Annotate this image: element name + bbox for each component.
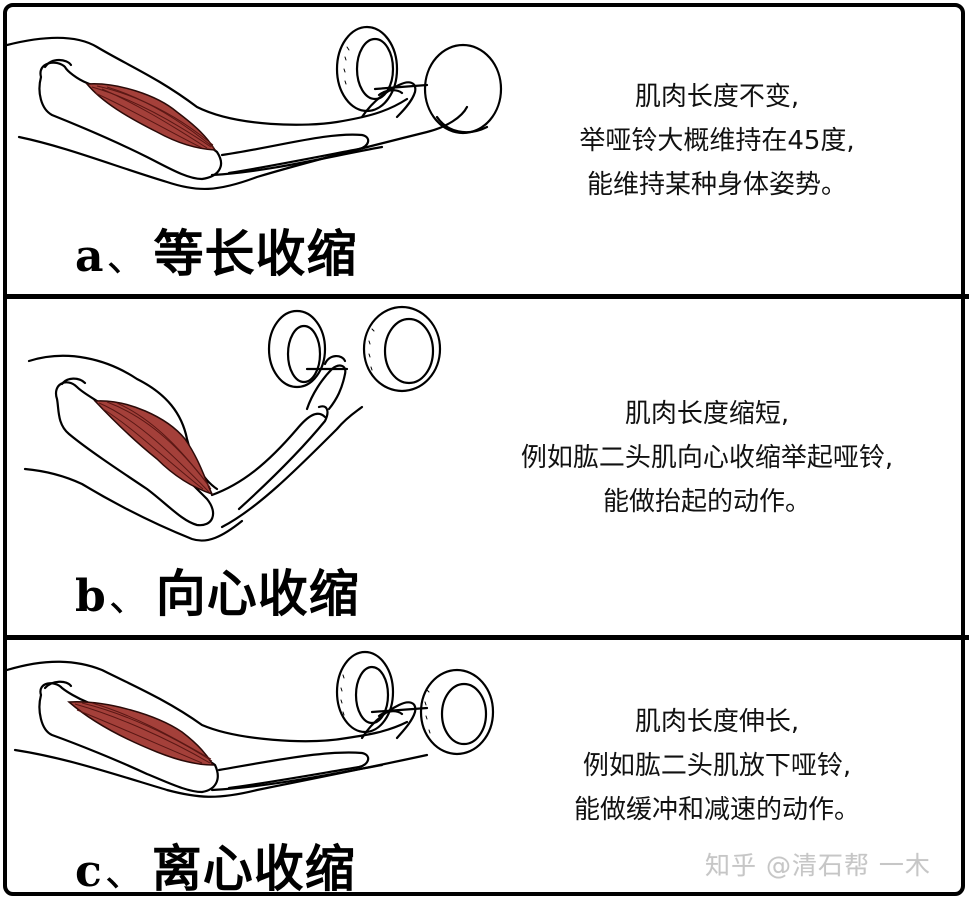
panel-title: b、向心收缩: [75, 569, 360, 619]
panel-title: a、等长收缩: [75, 229, 358, 279]
description-line: 肌肉长度伸长,: [634, 707, 800, 737]
description-line: 能维持某种身体姿势。: [586, 170, 847, 200]
watermark: 知乎 @清石帮 一木: [705, 851, 931, 880]
arm-curling-dumbbell-icon: [23, 305, 442, 542]
contraction-type: 向心收缩: [155, 564, 360, 623]
panel-letter: a: [75, 231, 105, 282]
description-line: 肌肉长度不变,: [634, 82, 800, 112]
arm-lowering-dumbbell-icon: [7, 650, 495, 798]
panel-divider: [3, 294, 969, 299]
description-line: 举哑铃大概维持在45度,: [579, 126, 855, 156]
description-line: 肌肉长度缩短,: [624, 399, 790, 429]
biceps-muscle-icon: [93, 400, 214, 496]
panel-description: 肌肉长度缩短, 例如肱二头肌向心收缩举起哑铃, 能做抬起的动作。: [457, 392, 957, 524]
panel-isometric: a、等长收缩 肌肉长度不变, 举哑铃大概维持在45度, 能维持某种身体姿势。: [7, 7, 965, 294]
panel-title: c、离心收缩: [75, 844, 356, 894]
panel-concentric: b、向心收缩 肌肉长度缩短, 例如肱二头肌向心收缩举起哑铃, 能做抬起的动作。: [7, 299, 965, 635]
description-line: 能做缓冲和减速的动作。: [573, 795, 860, 825]
panel-letter: c: [75, 846, 103, 897]
description-line: 例如肱二头肌放下哑铃,: [582, 751, 852, 781]
description-line: 能做抬起的动作。: [602, 487, 811, 517]
separator: 、: [104, 850, 146, 896]
panel-letter: b: [75, 571, 107, 622]
panel-eccentric: c、离心收缩 肌肉长度伸长, 例如肱二头肌放下哑铃, 能做缓冲和减速的动作。: [7, 640, 965, 894]
description-line: 例如肱二头肌向心收缩举起哑铃,: [520, 443, 894, 473]
biceps-muscle-icon: [85, 83, 217, 151]
biceps-muscle-icon: [67, 701, 215, 766]
separator: 、: [108, 575, 150, 621]
panel-divider: [3, 635, 969, 640]
separator: 、: [106, 235, 148, 281]
panel-description: 肌肉长度伸长, 例如肱二头肌放下哑铃, 能做缓冲和减速的动作。: [527, 700, 907, 832]
contraction-type: 离心收缩: [151, 839, 356, 898]
panel-description: 肌肉长度不变, 举哑铃大概维持在45度, 能维持某种身体姿势。: [527, 75, 907, 207]
contraction-type: 等长收缩: [153, 224, 358, 283]
arm-extended-holding-dumbbell-icon: [7, 25, 503, 190]
